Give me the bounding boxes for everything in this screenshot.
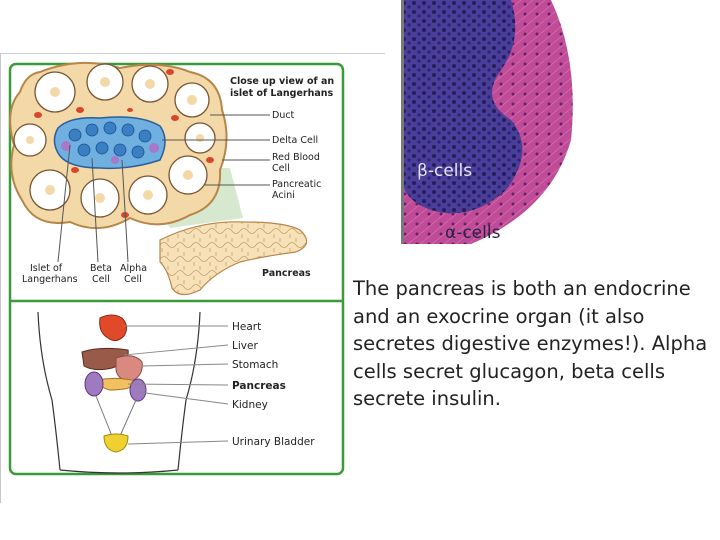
alpha-label-1: Alpha — [120, 263, 147, 274]
islet-micrograph: β-cells α-cells — [401, 0, 577, 244]
islet-title-line1: Close up view of an — [230, 76, 334, 87]
delta-cell-label: Delta Cell — [272, 135, 318, 146]
beta-label-2: Cell — [92, 274, 110, 285]
kidney-organ — [84, 371, 104, 397]
acini-label-2: Acini — [272, 190, 295, 201]
acini-label-1: Pancreatic — [272, 179, 321, 190]
pancreas-organ — [159, 221, 308, 296]
rbc-label-1: Red Blood — [272, 152, 320, 163]
urinary-bladder-label: Urinary Bladder — [232, 436, 315, 448]
caption-text: The pancreas is both an endocrine and an… — [353, 277, 708, 410]
top-rule — [0, 53, 385, 54]
beta-label-1: Beta — [90, 263, 112, 274]
body-silhouette — [37, 311, 201, 474]
heart-label: Heart — [232, 321, 261, 333]
stomach-organ — [115, 355, 143, 383]
alpha-label-2: Cell — [124, 274, 142, 285]
islet-label-1: Islet of — [30, 263, 63, 274]
kidney-label: Kidney — [232, 399, 268, 411]
left-rule — [0, 53, 1, 503]
liver-label: Liver — [232, 340, 258, 352]
duct-label: Duct — [272, 110, 295, 121]
pancreas-label: Pancreas — [262, 268, 311, 279]
islet-cluster — [9, 61, 228, 230]
heart-organ — [99, 314, 128, 342]
bladder-organ — [103, 433, 129, 453]
pancreas-body-label: Pancreas — [232, 380, 286, 392]
pancreas-diagram: Close up view of an islet of Langerhans … — [8, 61, 345, 476]
beta-cells-label: β-cells — [417, 161, 472, 181]
alpha-cells-label: α-cells — [445, 223, 501, 243]
islet-label-2: Langerhans — [22, 274, 78, 285]
rbc-label-2: Cell — [272, 163, 290, 174]
islet-title-line2: islet of Langerhans — [230, 88, 334, 99]
stomach-label: Stomach — [232, 359, 278, 371]
